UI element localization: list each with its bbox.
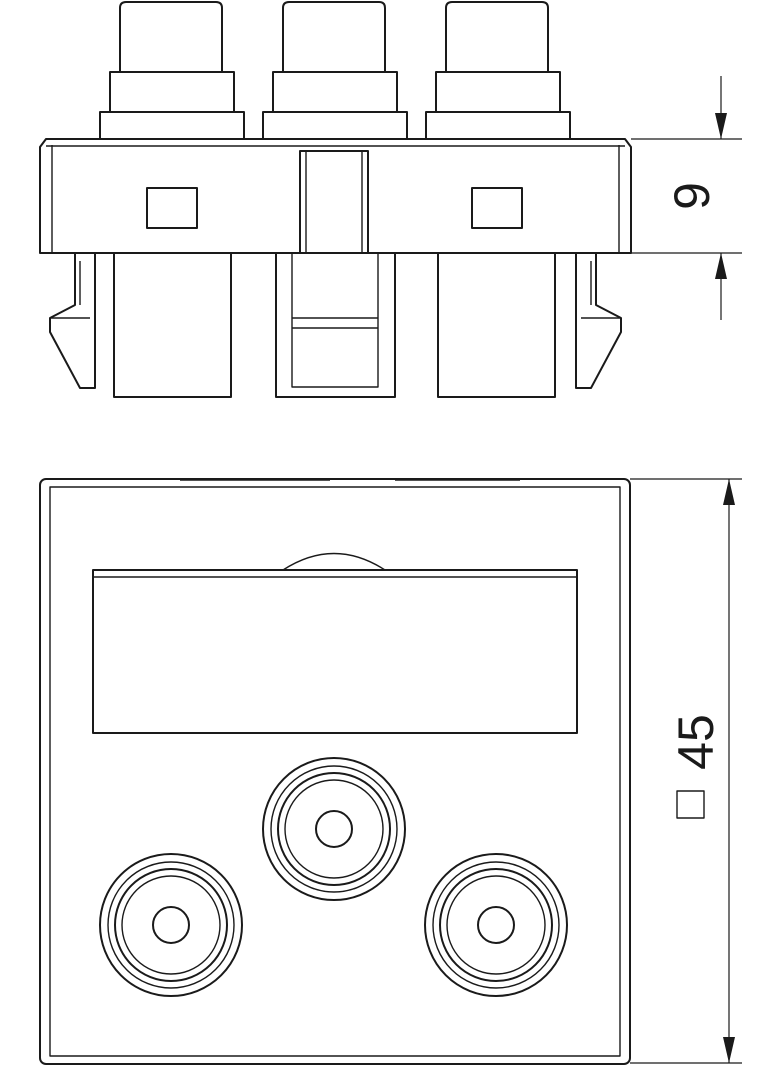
frame-body: [39, 138, 632, 254]
plug-right: [425, 1, 571, 140]
latch-window-left: [146, 187, 198, 229]
dimension-9: 9: [631, 76, 742, 320]
arrow-up-icon: [723, 479, 735, 505]
latch-clip-left: [49, 252, 96, 389]
dimension-label-9: 9: [664, 182, 720, 210]
side-view: 9: [39, 1, 742, 398]
center-slot: [299, 150, 369, 254]
faceplate: [39, 478, 631, 1065]
latch-window-right: [471, 187, 523, 229]
arrow-down-icon: [715, 113, 727, 139]
dimension-45: 45: [630, 478, 742, 1064]
arrow-down-icon: [723, 1037, 735, 1063]
plug-middle: [262, 1, 408, 140]
rca-socket-right: [424, 853, 568, 997]
plug-left: [99, 1, 245, 140]
square-symbol-icon: [676, 790, 705, 819]
front-view: 45: [39, 478, 742, 1065]
rca-socket-left: [99, 853, 243, 997]
rca-socket-top: [262, 757, 406, 901]
rear-housings: [113, 252, 556, 398]
label-window: [92, 552, 578, 734]
latch-clip-right: [575, 252, 622, 389]
arrow-up-icon: [715, 253, 727, 279]
dimension-label-45: 45: [668, 714, 724, 770]
